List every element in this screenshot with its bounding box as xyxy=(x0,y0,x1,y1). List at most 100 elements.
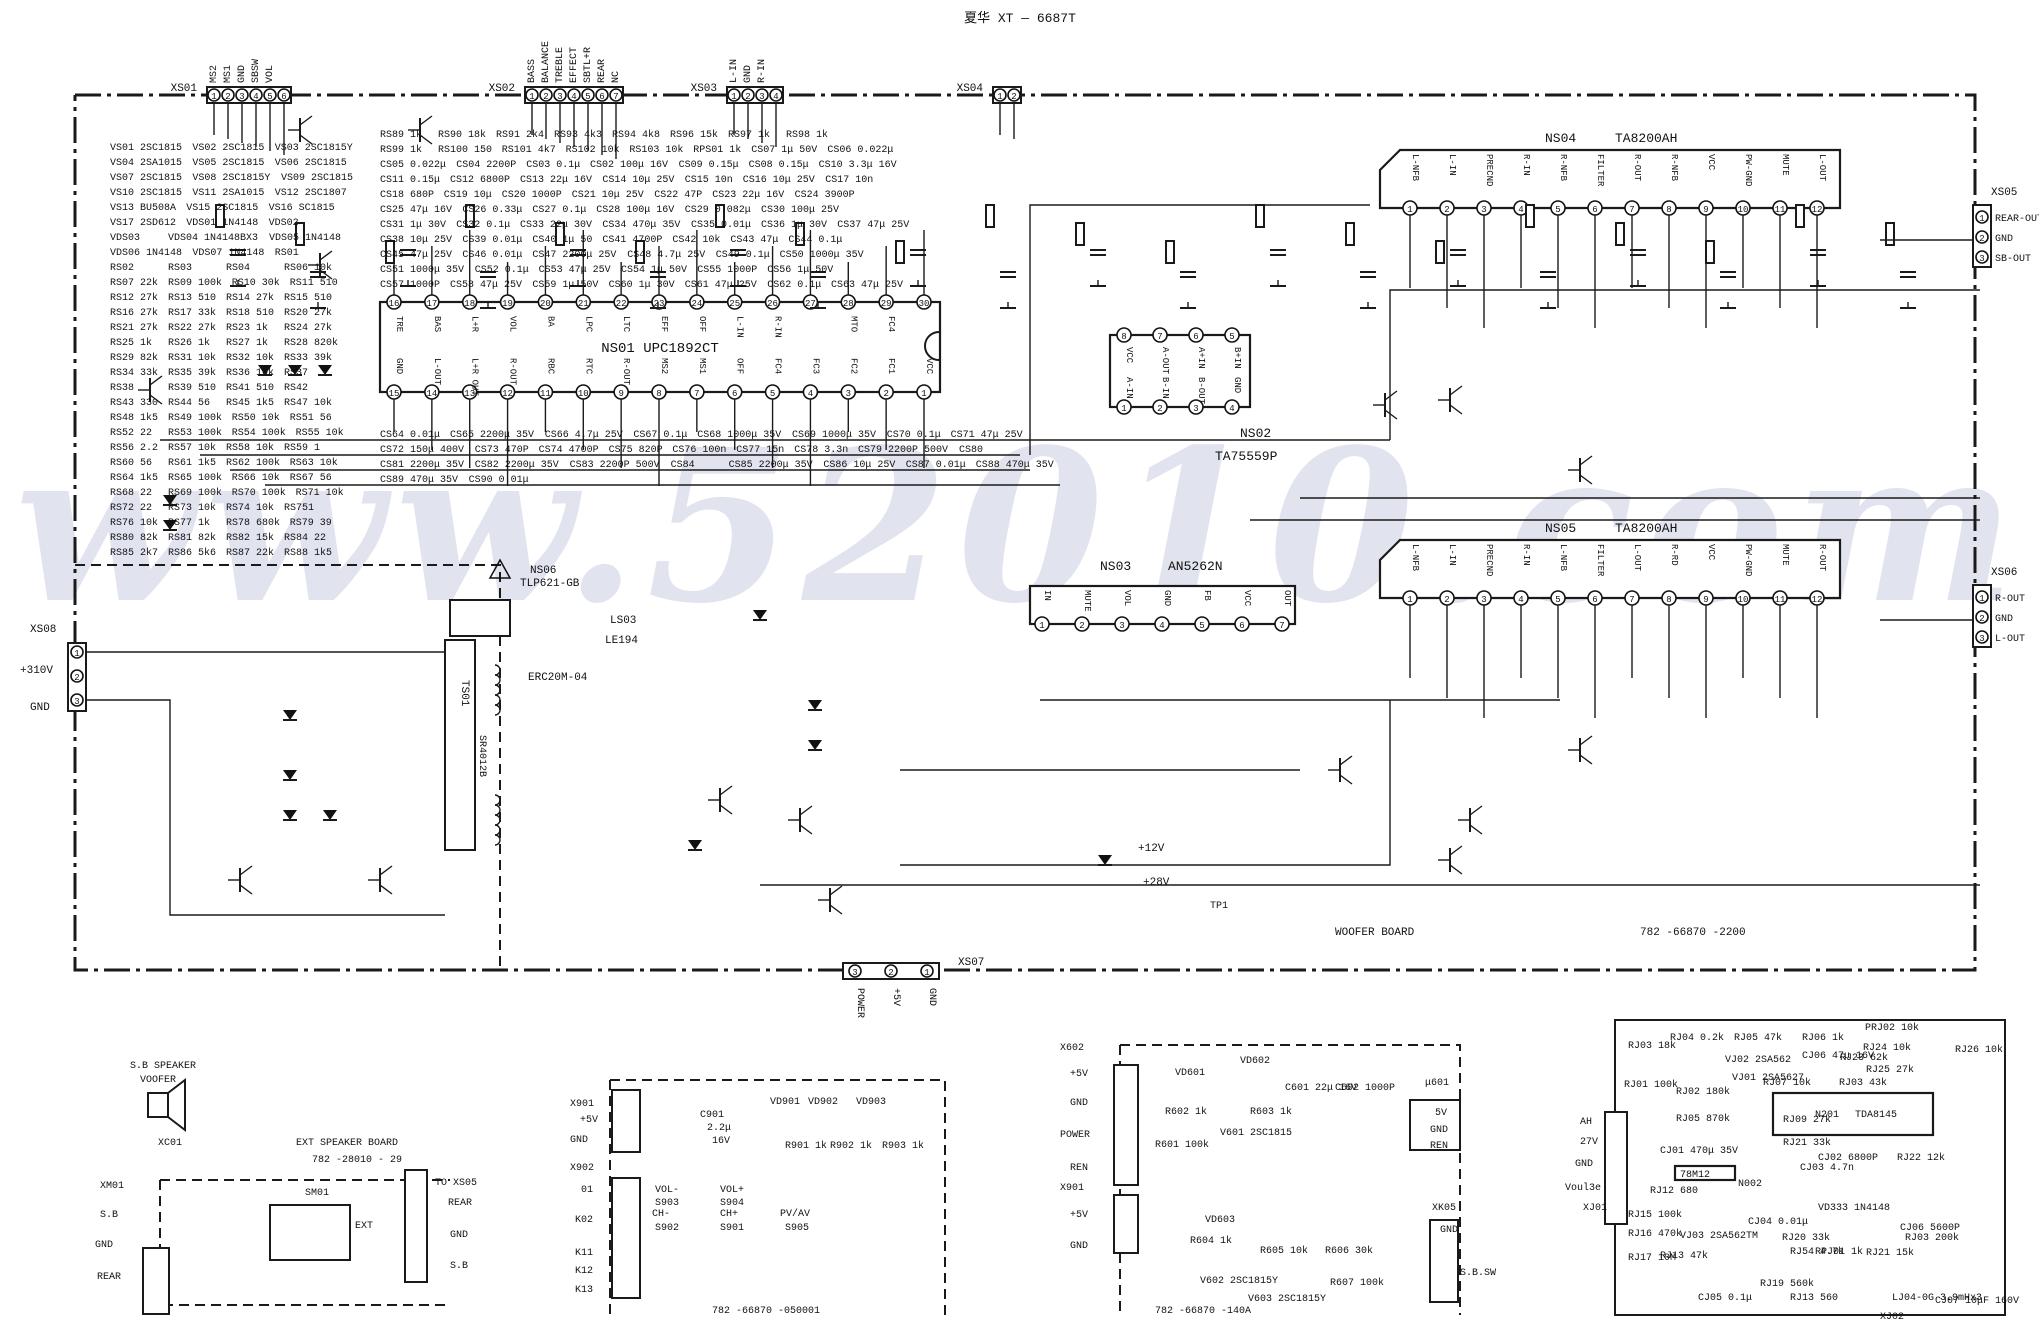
diode xyxy=(808,740,822,750)
transistor xyxy=(1449,385,1463,396)
part-label: CS83 2200P 500V xyxy=(570,460,660,471)
ic-pin-label: FILTER xyxy=(1595,544,1605,577)
transformer-part: ERC20M-04 xyxy=(528,672,588,684)
mains-wire xyxy=(86,699,445,916)
transistor xyxy=(719,804,733,815)
ic-pin-label: L+R OUT xyxy=(470,358,480,396)
ic-pin xyxy=(1224,399,1240,415)
ic-pin-number: 17 xyxy=(426,299,437,309)
connector-pin xyxy=(1975,630,1989,644)
connector-pin xyxy=(70,693,84,707)
pin-number: 1 xyxy=(731,92,736,102)
ext-label: TO XS05 xyxy=(435,1178,477,1189)
ic-pin-label: L-OUT xyxy=(1817,154,1827,182)
remote-label: R602 1k xyxy=(1165,1106,1207,1118)
part-label: RS94 4k8 xyxy=(612,129,660,141)
ic-pin-number: 4 xyxy=(1159,621,1164,631)
tda-label: RJ05 870k xyxy=(1676,1113,1730,1125)
key-label: VD902 xyxy=(808,1097,838,1108)
resistor xyxy=(385,240,395,264)
part-label: RS68 22 xyxy=(110,488,152,499)
connector-td xyxy=(404,1169,428,1283)
tda-label: CJ02 6800P xyxy=(1818,1153,1878,1164)
connector-pin xyxy=(848,964,862,978)
diode xyxy=(688,840,702,850)
part-label: RS23 1k xyxy=(226,322,268,334)
ic-pin-number: 1 xyxy=(1407,205,1412,215)
ic-pin-label: VCC xyxy=(1706,544,1716,561)
tda-label: 78M12 xyxy=(1680,1170,1710,1181)
ic-pin xyxy=(1234,616,1250,632)
part-label: CS38 10μ 25V xyxy=(380,235,452,246)
ic-pin-label: FC2 xyxy=(848,358,858,374)
key-label: 16V xyxy=(712,1136,730,1147)
pin-number: 2 xyxy=(225,92,230,102)
key-label: S901 xyxy=(720,1223,744,1234)
ic-ns01-label: NS01 UPC1892CT xyxy=(601,341,719,357)
connector-pin xyxy=(70,669,84,683)
ic-pin-number: 2 xyxy=(1157,404,1162,414)
ic-pin-label: MS2 xyxy=(659,358,669,374)
connector-label: MS1 xyxy=(223,65,234,83)
ext-label: VOOFER xyxy=(140,1075,176,1086)
ic-pin xyxy=(1074,616,1090,632)
part-label: CS68 1000μ 35V xyxy=(697,430,781,441)
part-label: CS31 1μ 30V xyxy=(380,220,446,231)
connector-ref: XS07 xyxy=(958,957,984,969)
part-label: CS55 1000P xyxy=(697,265,757,276)
ic-pin-label: VCC xyxy=(924,358,934,375)
transistor xyxy=(1579,754,1593,765)
key-label: K12 xyxy=(575,1266,593,1277)
transistor xyxy=(239,884,253,895)
ic-pin-number: 30 xyxy=(919,299,930,309)
tda-label: GND xyxy=(1575,1159,1593,1170)
part-label: RS90 18k xyxy=(438,129,486,141)
part-label: RS72 22 xyxy=(110,503,152,514)
connector-pin xyxy=(1975,250,1989,264)
diode xyxy=(283,770,297,780)
connector-label: REAR-OUT xyxy=(1995,214,2039,225)
ic-pin-number: 4 xyxy=(1518,205,1523,215)
ic-pin-number: 1 xyxy=(1407,595,1412,605)
key-label: S902 xyxy=(655,1223,679,1234)
ic-pin-label: A-OUT xyxy=(1160,347,1170,375)
tda-label: VD333 1N4148 xyxy=(1818,1203,1890,1214)
ic-pin-label: VCC xyxy=(1124,347,1134,364)
regulator-78m12 xyxy=(1673,1164,1737,1182)
key-label: S904 xyxy=(720,1198,744,1209)
part-label: RS13 510 xyxy=(168,293,216,304)
part-label: CS62 0.1μ xyxy=(767,280,821,291)
part-label: RS29 82k xyxy=(110,352,158,364)
connector-pin xyxy=(70,645,84,659)
key-label: S903 xyxy=(655,1198,679,1209)
pin-number: 4 xyxy=(773,92,778,102)
tda-label: RJ02 180k xyxy=(1676,1086,1730,1098)
remote-board-edge xyxy=(1120,1044,1461,1315)
part-label: CS43 47μ xyxy=(730,235,778,246)
key-label: CH- xyxy=(652,1209,670,1220)
tda-label: RJ09 27k xyxy=(1783,1114,1831,1126)
resistor xyxy=(1435,240,1445,264)
ic-pin xyxy=(1116,327,1132,343)
connector-label: SBTL+R xyxy=(583,47,594,83)
part-label: CS29 0.082μ xyxy=(685,205,751,216)
key-label: K02 xyxy=(575,1215,593,1226)
key-label: C901 xyxy=(700,1110,724,1121)
part-label: RS11 510 xyxy=(290,278,338,289)
ic-pin-number: 5 xyxy=(770,389,775,399)
connector-x902 xyxy=(611,1177,641,1299)
part-label: RS70 100k xyxy=(232,487,286,499)
ic-pin xyxy=(1224,327,1240,343)
ic-pin-label: LPC xyxy=(583,316,593,333)
remote-label: X602 xyxy=(1060,1043,1084,1054)
ic-pin-label: BAS xyxy=(432,316,442,332)
part-label: RS89 1k xyxy=(380,129,422,141)
diode xyxy=(1098,855,1112,865)
part-label: RS56 2.2 xyxy=(110,443,158,454)
part-label: CS80 xyxy=(959,445,983,456)
ext-label: SM01 xyxy=(305,1188,329,1199)
ic-pin-number: 8 xyxy=(656,389,661,399)
ic-ns03-part: AN5262N xyxy=(1168,559,1223,574)
part-label: CS18 680P xyxy=(380,190,434,201)
part-label: CS82 2200μ 35V xyxy=(475,460,559,471)
